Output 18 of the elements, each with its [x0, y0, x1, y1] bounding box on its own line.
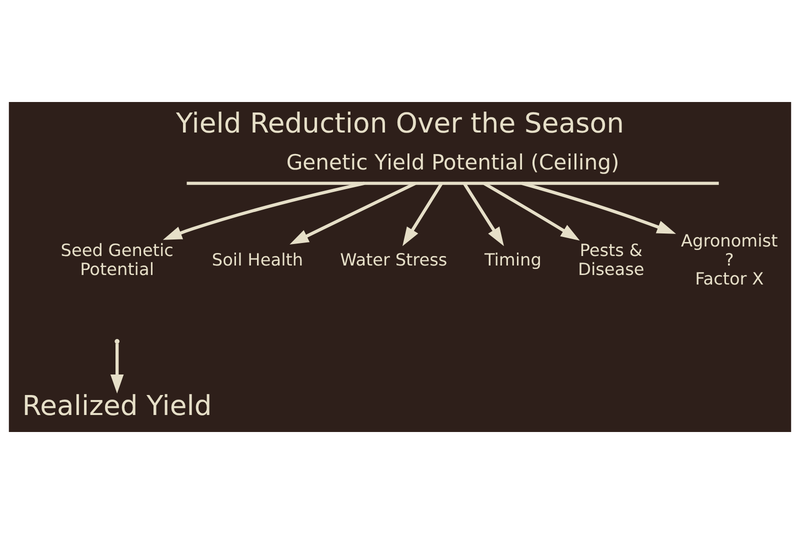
node-text: Soil Health — [212, 248, 304, 269]
arrow — [402, 182, 443, 246]
node-label: Factor X — [695, 268, 764, 288]
node-text: Water Stress — [340, 248, 448, 269]
arrow — [110, 343, 124, 393]
node-text: Pests & Disease — [578, 239, 644, 278]
node-text: Genetic Yield Potential (Ceiling) — [286, 149, 620, 174]
node-text: Agronomist — [681, 230, 778, 250]
node-text: Timing — [484, 248, 542, 269]
diagram-title: Yield Reduction Over the Season — [176, 108, 624, 139]
arrow — [521, 181, 676, 234]
arrow — [162, 181, 365, 240]
node-text: Seed Genetic Potential — [60, 239, 174, 278]
arrow — [290, 181, 416, 244]
arrow — [483, 182, 580, 240]
node-text: Realized Yield — [22, 390, 212, 422]
node-label: ? — [724, 248, 734, 269]
arrow — [463, 182, 504, 246]
